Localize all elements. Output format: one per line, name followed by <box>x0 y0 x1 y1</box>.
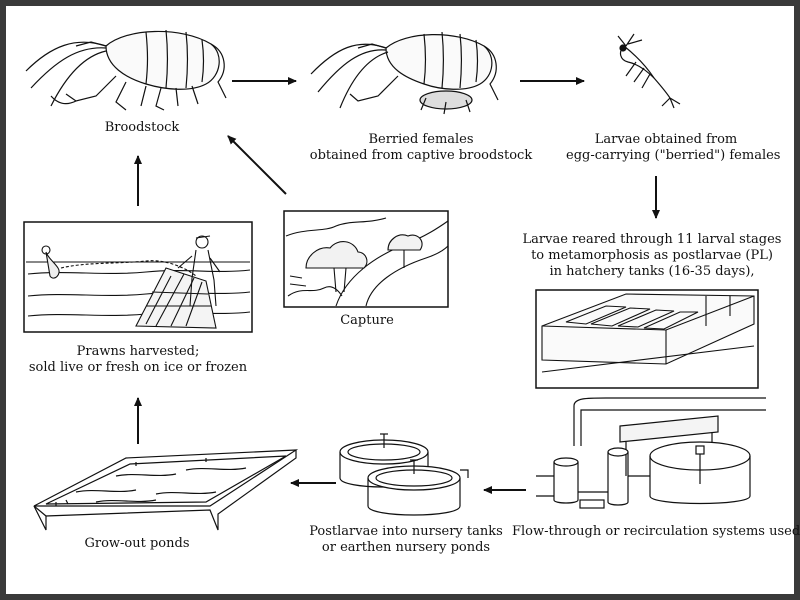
berried-line-2: obtained from captive broodstock <box>309 148 533 163</box>
harvest-scene <box>23 221 253 333</box>
label-harvest: Prawns harvested; sold live or fresh on … <box>10 344 266 376</box>
hatchery-line-3: in hatchery tanks (16-35 days), <box>549 264 755 279</box>
arrow-capture-to-broodstock <box>227 135 287 195</box>
recirculation-system-illustration <box>536 397 766 509</box>
label-flow: Flow-through or recirculation systems us… <box>512 524 800 540</box>
growout-text: Grow-out ponds <box>84 536 190 551</box>
nursery-line-1: Postlarvae into nursery tanks <box>309 524 503 539</box>
prawn-berried-illustration <box>310 31 499 115</box>
label-berried: Berried females obtained from captive br… <box>306 132 536 164</box>
label-nursery: Postlarvae into nursery tanks or earthen… <box>306 524 506 556</box>
berried-line-1: Berried females <box>368 132 474 147</box>
harvest-line-2: sold live or fresh on ice or frozen <box>28 360 248 375</box>
nursery-tanks-illustration <box>339 433 469 516</box>
broodstock-text: Broodstock <box>104 120 180 135</box>
prawn-broodstock-illustration <box>25 29 227 111</box>
flow-text: Flow-through or recirculation systems us… <box>512 524 800 539</box>
hatchery-line-2: to metamorphosis as postlarvae (PL) <box>531 248 773 263</box>
label-growout: Grow-out ponds <box>72 536 202 552</box>
harvest-line-1: Prawns harvested; <box>76 344 200 359</box>
capture-text: Capture <box>340 313 394 328</box>
larvae-line-1: Larvae obtained from <box>594 132 738 147</box>
label-broodstock: Broodstock <box>82 120 202 136</box>
growout-pond-illustration <box>33 449 299 531</box>
larva-illustration <box>617 33 681 109</box>
label-hatchery: Larvae reared through 11 larval stages t… <box>520 232 784 280</box>
nursery-line-2: or earthen nursery ponds <box>321 540 491 555</box>
hatchery-tank-illustration <box>535 289 759 389</box>
label-capture: Capture <box>312 313 422 329</box>
larvae-line-2: egg-carrying ("berried") females <box>566 148 781 163</box>
hatchery-line-1: Larvae reared through 11 larval stages <box>522 232 782 247</box>
capture-scene <box>283 210 449 308</box>
lifecycle-diagram: Broodstock Berried females obtained from… <box>6 6 800 594</box>
diagram-artwork <box>23 29 766 531</box>
label-larvae: Larvae obtained from egg-carrying ("berr… <box>566 132 781 164</box>
